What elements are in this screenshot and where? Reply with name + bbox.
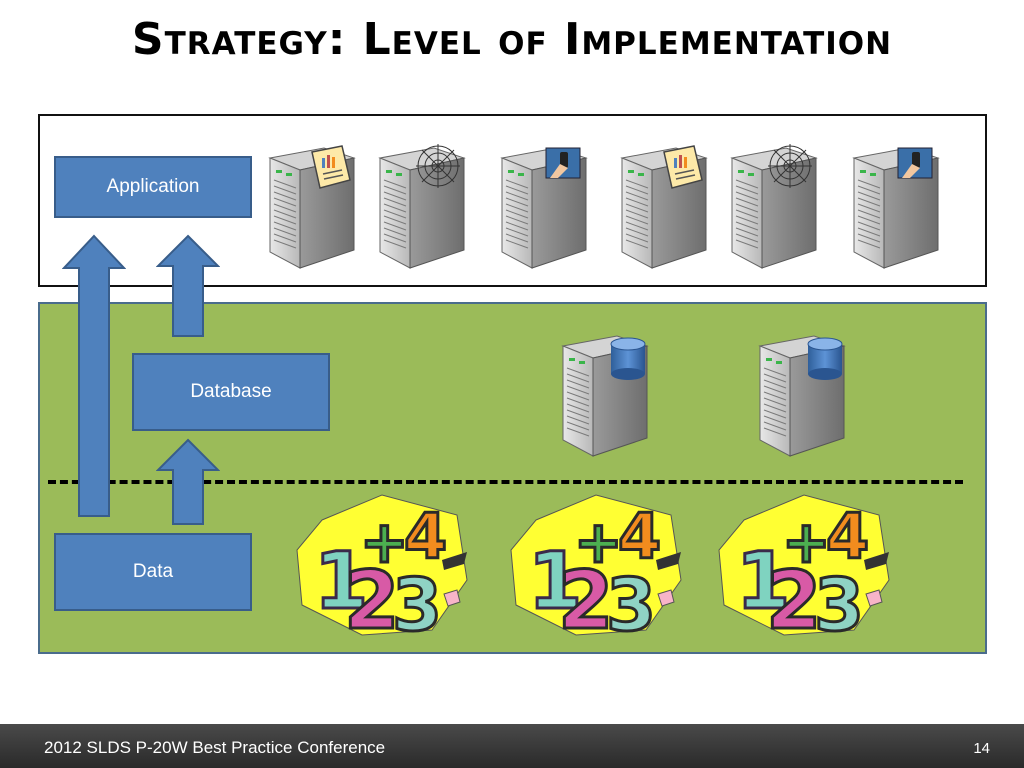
app-up-arrow-icon bbox=[156, 234, 220, 338]
db-up-arrow-icon bbox=[156, 438, 220, 526]
data-box: Data bbox=[54, 533, 252, 611]
application-box: Application bbox=[54, 156, 252, 218]
report-server-icon bbox=[614, 140, 714, 270]
numbers-clipart-icon bbox=[506, 490, 686, 640]
report-server-icon bbox=[262, 140, 362, 270]
numbers-clipart-icon bbox=[292, 490, 472, 640]
numbers-clipart-icon bbox=[714, 490, 894, 640]
long-up-arrow-icon bbox=[62, 234, 126, 518]
database-box: Database bbox=[132, 353, 330, 431]
database-server-icon bbox=[752, 326, 852, 460]
slide-title: Strategy: Level of Implementation bbox=[0, 14, 1024, 65]
page-number: 14 bbox=[960, 740, 990, 757]
web-server-icon bbox=[372, 140, 472, 270]
mobile-server-icon bbox=[846, 140, 946, 270]
mobile-server-icon bbox=[494, 140, 594, 270]
web-server-icon bbox=[724, 140, 824, 270]
database-server-icon bbox=[555, 326, 655, 460]
footer-text: 2012 SLDS P-20W Best Practice Conference bbox=[44, 738, 385, 758]
